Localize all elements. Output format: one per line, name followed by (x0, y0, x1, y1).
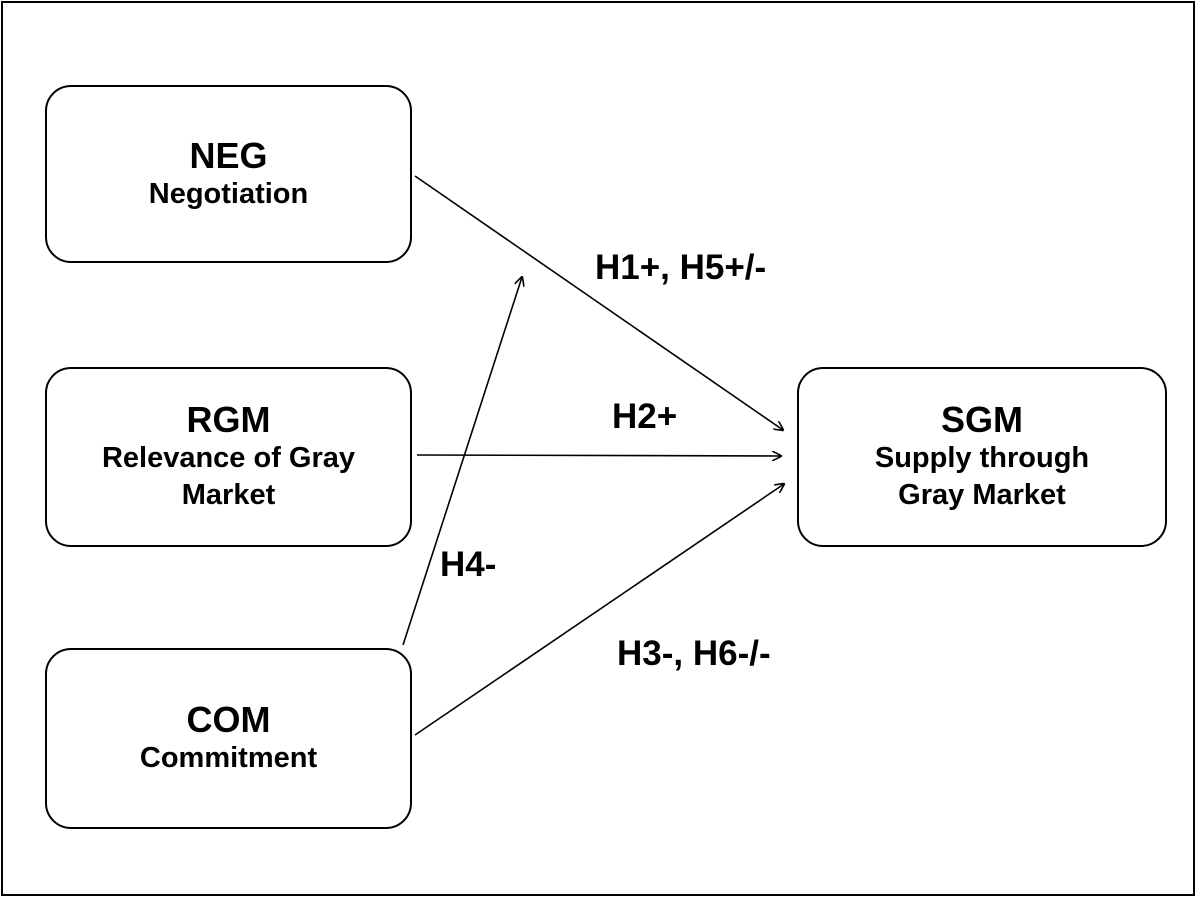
edge-label-h2: H2+ (612, 397, 678, 436)
node-neg-abbr: NEG (189, 134, 268, 176)
node-com-full: Commitment (139, 742, 318, 774)
node-rgm-full: Relevance of Gray Market (101, 442, 356, 511)
node-rgm-abbr: RGM (186, 399, 271, 440)
node-sgm-full: Supply through Gray Market (874, 442, 1090, 511)
edge-neg-sgm (414, 175, 783, 430)
node-com: COM Commitment (45, 648, 412, 829)
node-rgm: RGM Relevance of Gray Market (45, 367, 412, 547)
edge-label-h4: H4- (440, 545, 497, 584)
node-sgm: SGM Supply through Gray Market (797, 367, 1167, 547)
node-com-abbr: COM (186, 699, 271, 740)
edge-com-moderation (402, 277, 522, 646)
node-sgm-abbr: SGM (940, 399, 1023, 440)
edge-label-h1-h5: H1+, H5+/- (595, 248, 767, 287)
node-neg: NEG Negotiation (45, 85, 412, 263)
edge-label-h3-h6: H3-, H6-/- (617, 634, 771, 673)
edge-rgm-sgm (416, 455, 781, 456)
edge-com-sgm (414, 484, 784, 736)
node-neg-full: Negotiation (148, 177, 309, 210)
